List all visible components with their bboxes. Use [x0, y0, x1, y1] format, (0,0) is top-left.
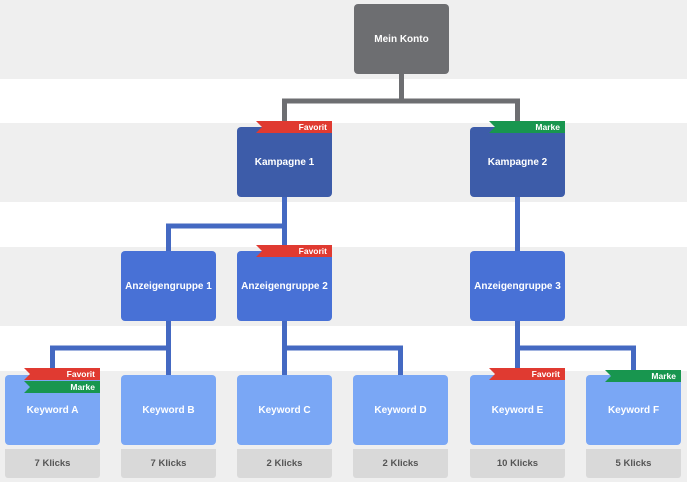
marke-tag: Marke	[489, 121, 565, 133]
row-band-keywords	[0, 371, 687, 482]
account-node[interactable]: Mein Konto	[354, 4, 449, 74]
campaign-node-2[interactable]: Kampagne 2	[470, 127, 565, 197]
keyword-node-e[interactable]: Keyword E	[470, 375, 565, 445]
keyword-label: Keyword E	[491, 404, 544, 416]
ad-group-label: Anzeigengruppe 3	[474, 280, 561, 292]
keyword-label: Keyword C	[258, 404, 311, 416]
favorit-tag: Favorit	[256, 121, 332, 133]
marke-tag: Marke	[605, 370, 681, 382]
favorit-tag: Favorit	[489, 368, 565, 380]
clicks-count: 2 Klicks	[353, 449, 448, 478]
clicks-count: 7 Klicks	[5, 449, 100, 478]
keyword-node-b[interactable]: Keyword B	[121, 375, 216, 445]
ad-group-label: Anzeigengruppe 2	[241, 280, 328, 292]
campaign-node-1[interactable]: Kampagne 1	[237, 127, 332, 197]
keyword-label: Keyword A	[26, 404, 79, 416]
row-band-campaigns	[0, 123, 687, 202]
marke-tag: Marke	[24, 381, 100, 393]
favorit-tag: Favorit	[256, 245, 332, 257]
keyword-node-f[interactable]: Keyword F	[586, 375, 681, 445]
keyword-label: Keyword B	[142, 404, 195, 416]
clicks-count: 2 Klicks	[237, 449, 332, 478]
keyword-label: Keyword D	[374, 404, 427, 416]
ad-group-label: Anzeigengruppe 1	[125, 280, 212, 292]
keyword-label: Keyword F	[607, 404, 660, 416]
clicks-count: 10 Klicks	[470, 449, 565, 478]
clicks-count: 7 Klicks	[121, 449, 216, 478]
ad-group-node-3[interactable]: Anzeigengruppe 3	[470, 251, 565, 321]
row-band-account	[0, 0, 687, 79]
campaign-label: Kampagne 2	[487, 156, 548, 168]
account-label: Mein Konto	[374, 33, 429, 45]
row-band-ad-groups	[0, 247, 687, 326]
ad-group-node-2[interactable]: Anzeigengruppe 2	[237, 251, 332, 321]
campaign-label: Kampagne 1	[254, 156, 315, 168]
clicks-count: 5 Klicks	[586, 449, 681, 478]
ad-group-node-1[interactable]: Anzeigengruppe 1	[121, 251, 216, 321]
keyword-node-d[interactable]: Keyword D	[353, 375, 448, 445]
favorit-tag: Favorit	[24, 368, 100, 380]
keyword-node-c[interactable]: Keyword C	[237, 375, 332, 445]
